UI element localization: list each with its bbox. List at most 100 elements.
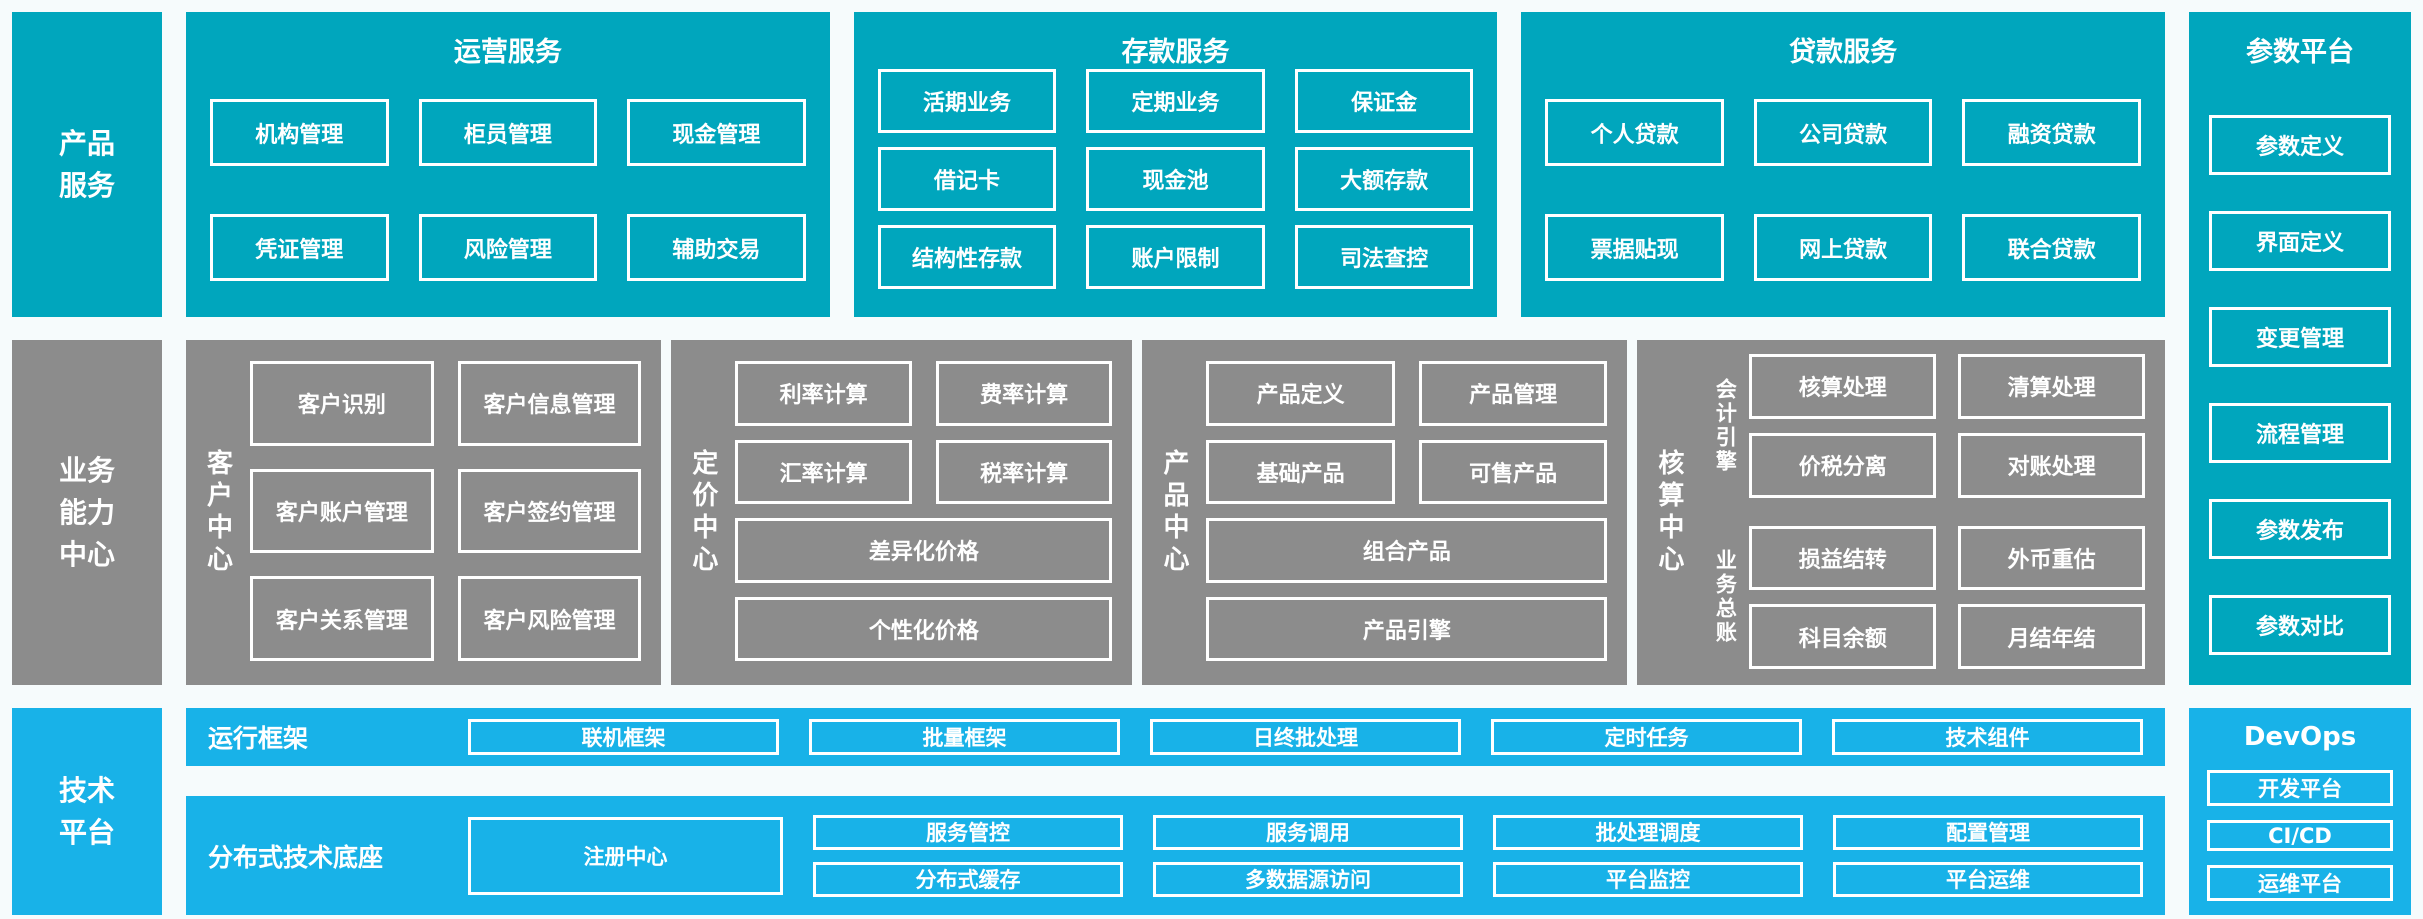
diagram-box: 定期业务 <box>1086 69 1265 133</box>
diagram-box: 联机框架 <box>468 719 779 755</box>
section-label-text: 产品服务 <box>58 126 115 202</box>
diagram-box: 账户限制 <box>1086 225 1265 289</box>
diagram-box: 基础产品 <box>1206 439 1395 504</box>
diagram-box: 网上贷款 <box>1753 214 1933 281</box>
loan-boxes: 个人贷款 公司贷款 融资贷款 票据贴现 网上贷款 联合贷款 <box>1545 69 2142 281</box>
diagram-box: 对账处理 <box>1958 432 2145 498</box>
diagram-box: 保证金 <box>1294 69 1474 133</box>
diagram-box: 注册中心 <box>468 816 783 895</box>
diagram-box: 产品定义 <box>1206 361 1395 426</box>
diagram-box: 联合贷款 <box>1962 214 2142 281</box>
panel-vertical-label: 客户中心 <box>202 448 233 577</box>
diagram-box: 费率计算 <box>935 361 1113 426</box>
group-vertical-label: 会计引擎 <box>1713 377 1738 474</box>
diagram-box: 多数据源访问 <box>1153 861 1463 897</box>
diagram-box: 平台运维 <box>1833 861 2143 897</box>
bar-label: 运行框架 <box>208 724 309 753</box>
panel-vertical-label: 产品中心 <box>1158 448 1189 577</box>
diagram-box: 客户账户管理 <box>250 468 434 554</box>
diagram-box: 利率计算 <box>735 361 912 426</box>
pricing-center-boxes: 利率计算 费率计算 汇率计算 税率计算 差异化价格 个性化价格 <box>735 361 1113 661</box>
diagram-box: 日终批处理 <box>1150 719 1461 755</box>
diagram-box: 参数定义 <box>2209 115 2391 175</box>
diagram-box: 可售产品 <box>1418 439 1608 504</box>
diagram-box: 税率计算 <box>935 439 1113 504</box>
diagram-box: 产品管理 <box>1418 361 1608 426</box>
diagram-box: 服务调用 <box>1153 814 1463 850</box>
diagram-box: 辅助交易 <box>627 214 806 281</box>
panel-operations-services: 运营服务 机构管理 柜员管理 现金管理 凭证管理 风险管理 辅助交易 <box>186 12 830 317</box>
diagram-box: 流程管理 <box>2209 403 2391 463</box>
diagram-box: 变更管理 <box>2209 307 2391 367</box>
bar-runtime-framework: 运行框架 联机框架 批量框架 日终批处理 定时任务 技术组件 <box>186 708 2165 766</box>
general-ledger-group: 业务总账 损益结转 外币重估 科目余额 月结年结 <box>1701 525 2145 669</box>
diagram-box: 技术组件 <box>1832 719 2143 755</box>
diagram-box: 凭证管理 <box>210 214 389 281</box>
diagram-box: 运维平台 <box>2207 865 2393 901</box>
operations-boxes: 机构管理 柜员管理 现金管理 凭证管理 风险管理 辅助交易 <box>210 69 806 281</box>
diagram-box: 司法查控 <box>1294 225 1474 289</box>
diagram-box: 核算处理 <box>1749 354 1937 419</box>
section-label-business-capability: 业务能力中心 <box>12 340 162 685</box>
panel-deposit-services: 存款服务 活期业务 定期业务 保证金 借记卡 现金池 大额存款 结构性存款 账户… <box>853 12 1498 317</box>
diagram-box: 平台监控 <box>1493 861 1803 897</box>
section-label-technology-platform: 技术平台 <box>12 708 162 915</box>
group-vertical-label: 业务总账 <box>1713 549 1738 646</box>
product-center-boxes: 产品定义 产品管理 基础产品 可售产品 组合产品 产品引擎 <box>1206 361 1608 661</box>
diagram-box: 参数发布 <box>2209 499 2391 559</box>
diagram-box: 外币重估 <box>1958 525 2145 591</box>
diagram-box: 柜员管理 <box>418 99 598 166</box>
panel-customer-center: 客户中心 客户识别 客户信息管理 客户账户管理 客户签约管理 客户关系管理 客户… <box>186 340 662 685</box>
diagram-box: 科目余额 <box>1749 604 1937 669</box>
diagram-box: 定时任务 <box>1491 719 1802 755</box>
diagram-box: 参数对比 <box>2209 595 2391 655</box>
product-services-row: 运营服务 机构管理 柜员管理 现金管理 凭证管理 风险管理 辅助交易 存款服务 … <box>186 12 2166 317</box>
diagram-box: 服务管控 <box>813 814 1123 850</box>
diagram-box: 产品引擎 <box>1206 596 1608 661</box>
panel-vertical-label: 定价中心 <box>687 448 718 577</box>
business-capability-row: 客户中心 客户识别 客户信息管理 客户账户管理 客户签约管理 客户关系管理 客户… <box>186 340 2165 685</box>
panel-product-center: 产品中心 产品定义 产品管理 基础产品 可售产品 组合产品 产品引擎 <box>1142 340 1628 685</box>
diagram-box: 损益结转 <box>1749 525 1937 591</box>
diagram-box: 客户签约管理 <box>457 468 642 554</box>
diagram-box: 大额存款 <box>1294 147 1474 211</box>
panel-pricing-center: 定价中心 利率计算 费率计算 汇率计算 税率计算 差异化价格 个性化价格 <box>671 340 1133 685</box>
diagram-box: 个人贷款 <box>1545 99 1724 166</box>
panel-title: 运营服务 <box>453 37 562 68</box>
diagram-box: 客户识别 <box>250 361 434 446</box>
diagram-box: 风险管理 <box>418 214 598 281</box>
diagram-box: 差异化价格 <box>735 518 1113 583</box>
diagram-box: 客户关系管理 <box>250 576 434 661</box>
panel-title: 存款服务 <box>1121 37 1230 68</box>
diagram-box: 现金池 <box>1086 147 1265 211</box>
diagram-box: 融资贷款 <box>1962 99 2142 166</box>
diagram-box: 结构性存款 <box>877 225 1057 289</box>
bar-label: 分布式技术底座 <box>208 842 384 872</box>
section-label-text: 业务能力中心 <box>58 453 115 571</box>
panel-accounting-center: 核算中心 会计引擎 核算处理 清算处理 价税分离 对账处理 业务 <box>1637 340 2165 685</box>
panel-parameter-platform: 参数平台 参数定义 界面定义 变更管理 流程管理 参数发布 参数对比 <box>2189 12 2411 685</box>
diagram-box: 借记卡 <box>877 147 1057 211</box>
section-label-text: 技术平台 <box>58 773 115 849</box>
diagram-box: 活期业务 <box>877 69 1057 133</box>
diagram-box: 分布式缓存 <box>813 861 1123 897</box>
diagram-box: 组合产品 <box>1206 518 1608 583</box>
technology-platform-rows: 运行框架 联机框架 批量框架 日终批处理 定时任务 技术组件 分布式技术底座 注… <box>186 708 2165 915</box>
panel-vertical-label: 核算中心 <box>1653 448 1684 577</box>
diagram-box: 界面定义 <box>2209 211 2391 271</box>
customer-center-boxes: 客户识别 客户信息管理 客户账户管理 客户签约管理 客户关系管理 客户风险管理 <box>250 361 642 661</box>
diagram-box: 客户风险管理 <box>457 576 642 661</box>
panel-loan-services: 贷款服务 个人贷款 公司贷款 融资贷款 票据贴现 网上贷款 联合贷款 <box>1521 12 2166 317</box>
diagram-box: 清算处理 <box>1958 354 2145 419</box>
diagram-box: 配置管理 <box>1833 814 2143 850</box>
panel-title: DevOps <box>2243 722 2357 752</box>
panel-title: 参数平台 <box>2246 37 2354 68</box>
diagram-box: 客户信息管理 <box>457 361 642 446</box>
deposit-boxes: 活期业务 定期业务 保证金 借记卡 现金池 大额存款 结构性存款 账户限制 司法… <box>877 69 1474 289</box>
panel-devops: DevOps 开发平台 CI/CD 运维平台 <box>2189 708 2411 915</box>
panel-title: 贷款服务 <box>1789 37 1898 68</box>
diagram-box: CI/CD <box>2207 820 2393 851</box>
accounting-engine-group: 会计引擎 核算处理 清算处理 价税分离 对账处理 <box>1701 354 2145 498</box>
diagram-box: 价税分离 <box>1749 432 1937 498</box>
